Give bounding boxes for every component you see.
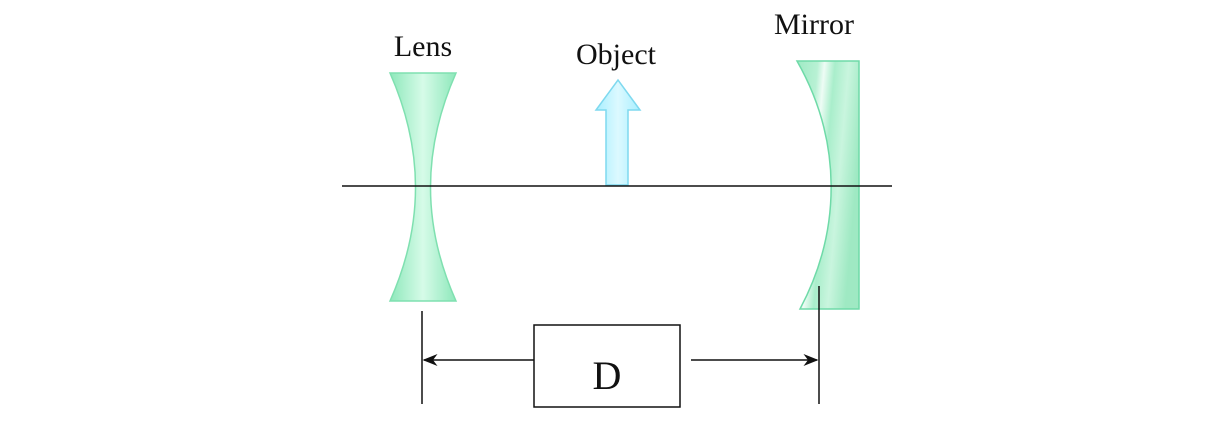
- mirror-label: Mirror: [774, 8, 854, 41]
- lens-label: Lens: [394, 30, 452, 63]
- object-arrow: [594, 78, 642, 186]
- diverging-lens: [388, 72, 458, 302]
- distance-label: D: [593, 353, 622, 398]
- concave-mirror: [795, 60, 860, 310]
- object-label: Object: [576, 38, 657, 71]
- distance-box: [533, 324, 681, 408]
